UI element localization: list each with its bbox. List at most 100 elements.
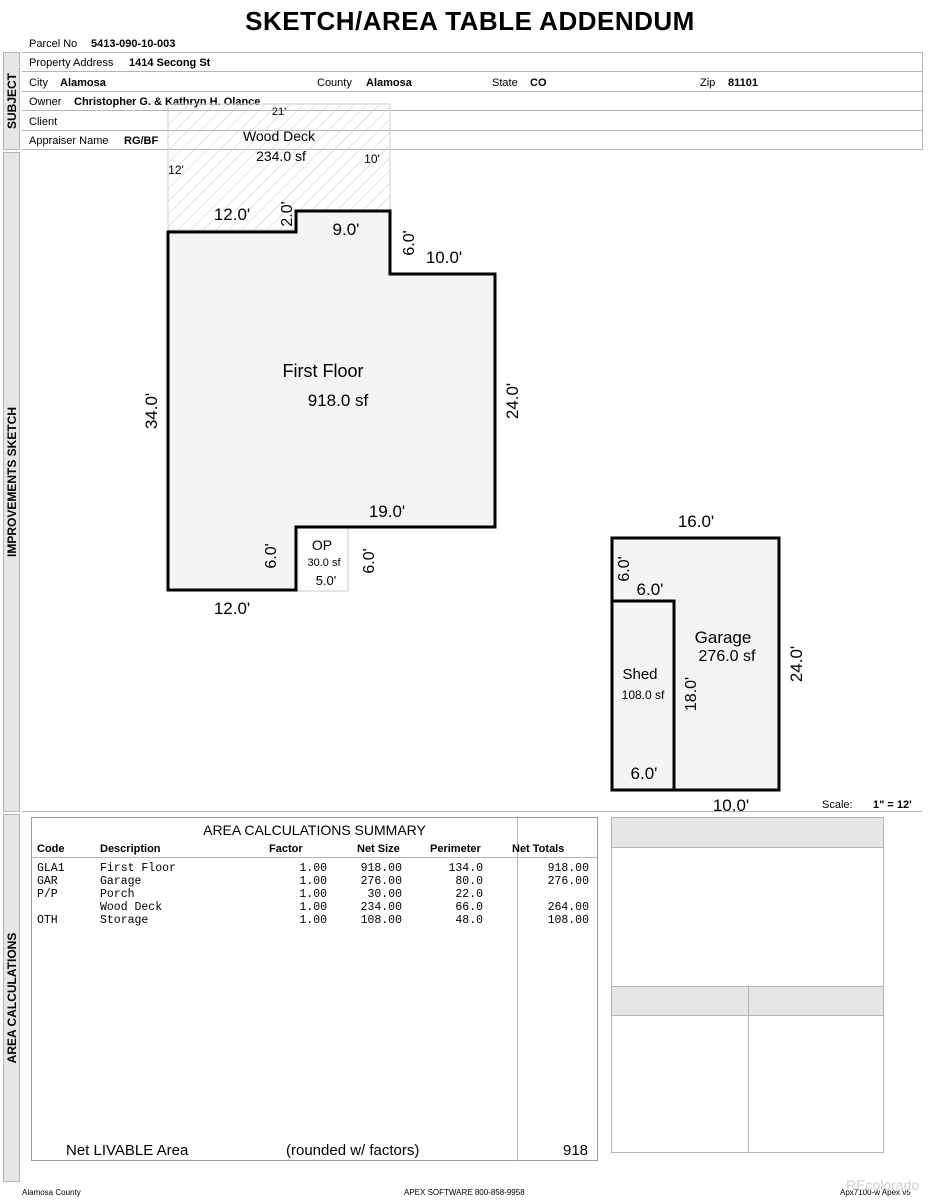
wood-deck-dim-left: 12'	[168, 163, 184, 177]
porch-area-label: 30.0 sf	[307, 557, 341, 569]
garage-dim-top: 16.0'	[678, 512, 714, 531]
first-floor-name: First Floor	[283, 361, 364, 381]
owner-label: Owner	[29, 96, 62, 108]
address-label: Property Address	[29, 57, 114, 69]
divider	[22, 130, 922, 131]
col-header-perimeter: Perimeter	[430, 843, 481, 855]
porch-name: OP	[312, 537, 332, 553]
table-cell: GAR	[37, 875, 58, 888]
garage-area-label: 276.0 sf	[699, 648, 756, 665]
table-row: GAR Garage 1.00 276.00 80.0 276.00	[32, 875, 597, 888]
address-value: 1414 Secong St	[129, 57, 211, 69]
table-cell: 276.00	[547, 875, 589, 888]
table-cell: 22.0	[455, 888, 483, 901]
wood-deck-area	[167, 103, 391, 231]
col-header-net-size: Net Size	[357, 843, 400, 855]
wood-deck-dim-top: 21'	[272, 106, 286, 118]
blank-notes-table	[611, 817, 884, 1153]
divider	[32, 857, 597, 858]
dim-left: 34.0'	[142, 393, 161, 429]
shed-name: Shed	[622, 666, 657, 683]
first-floor-area-label: 918.0 sf	[308, 391, 369, 410]
table-cell: 80.0	[455, 875, 483, 888]
table-cell: 66.0	[455, 901, 483, 914]
parcel-label: Parcel No	[29, 38, 78, 50]
divider	[22, 110, 922, 111]
table-cell: 918.00	[547, 862, 589, 875]
table-cell: 108.00	[547, 914, 589, 927]
first-floor-area	[166, 209, 497, 592]
garage-dim-bottom: 10.0'	[713, 796, 749, 815]
blank-subheader	[612, 986, 883, 1016]
divider	[748, 986, 749, 1152]
net-livable-label: Net LIVABLE Area	[66, 1142, 189, 1159]
city-value: Alamosa	[60, 77, 106, 89]
dim-notch: 2.0'	[279, 201, 296, 226]
garage-dim-shed-offset: 6.0'	[616, 556, 633, 581]
area-summary-title: AREA CALCULATIONS SUMMARY	[203, 822, 426, 838]
client-label: Client	[29, 116, 58, 128]
blank-header	[612, 818, 883, 848]
page-title: SKETCH/AREA TABLE ADDENDUM	[245, 6, 695, 36]
table-cell: 108.00	[360, 914, 402, 927]
area-summary-table: AREA CALCULATIONS SUMMARY Code Descripti…	[31, 817, 598, 1161]
shed-height-label: 18.0'	[683, 677, 700, 711]
area-calc-section-tab: AREA CALCULATIONS	[3, 814, 20, 1182]
table-cell: Garage	[100, 875, 142, 888]
table-cell: 918.00	[360, 862, 402, 875]
table-cell: 1.00	[299, 888, 327, 901]
appraiser-value: RG/BF	[124, 135, 159, 147]
net-livable-value: 918	[563, 1142, 589, 1159]
watermark: REcolorado	[846, 1177, 920, 1193]
rounded-label: (rounded w/ factors)	[286, 1142, 420, 1159]
state-label: State	[492, 77, 518, 89]
table-cell: 234.00	[360, 901, 402, 914]
wood-deck-dim-right: 10'	[364, 152, 380, 166]
dim-top-right: 10.0'	[426, 248, 462, 267]
porch-area	[295, 526, 349, 592]
county-value: Alamosa	[366, 77, 412, 89]
table-cell: 276.00	[360, 875, 402, 888]
shed-bottom-label: 6.0'	[631, 764, 658, 783]
dim-porch-left: 6.0'	[263, 543, 280, 568]
porch-width-label: 5.0'	[316, 573, 337, 588]
col-header-factor: Factor	[269, 843, 303, 855]
table-cell: 1.00	[299, 901, 327, 914]
garage-name: Garage	[695, 628, 752, 647]
dim-top-left: 12.0'	[214, 205, 250, 224]
divider	[922, 52, 923, 150]
table-cell: 134.0	[448, 862, 483, 875]
table-cell: 1.00	[299, 914, 327, 927]
divider	[22, 71, 922, 72]
table-cell: 1.00	[299, 862, 327, 875]
area-calc-section-label: AREA CALCULATIONS	[4, 932, 19, 1064]
table-cell: 1.00	[299, 875, 327, 888]
wood-deck-area-label: 234.0 sf	[256, 148, 306, 164]
table-cell: Porch	[100, 888, 135, 901]
table-cell: 264.00	[547, 901, 589, 914]
footer-center: APEX SOFTWARE 800-858-9958	[404, 1188, 525, 1197]
table-cell: First Floor	[100, 862, 176, 875]
appraiser-label: Appraiser Name	[29, 135, 109, 147]
table-row: Wood Deck 1.00 234.00 66.0 264.00	[32, 901, 597, 914]
table-cell: Storage	[100, 914, 149, 927]
col-header-code: Code	[37, 843, 65, 855]
sketch-section-tab: IMPROVEMENTS SKETCH	[3, 152, 20, 812]
dim-step: 6.0'	[401, 230, 418, 255]
scale-label: Scale:	[822, 799, 853, 811]
dim-bottom-left: 12.0'	[214, 599, 250, 618]
footer-left: Alamosa County	[22, 1188, 81, 1197]
table-cell: OTH	[37, 914, 58, 927]
table-cell: Wood Deck	[100, 901, 163, 914]
porch-height-label: 6.0'	[361, 548, 378, 573]
scale-value: 1" = 12'	[873, 799, 912, 811]
table-cell: P/P	[37, 888, 58, 901]
col-header-net-totals: Net Totals	[512, 843, 565, 855]
col-header-description: Description	[100, 843, 161, 855]
garage-dim-shed-top: 6.0'	[637, 580, 664, 599]
divider	[517, 818, 518, 1161]
dim-right: 24.0'	[503, 383, 522, 419]
